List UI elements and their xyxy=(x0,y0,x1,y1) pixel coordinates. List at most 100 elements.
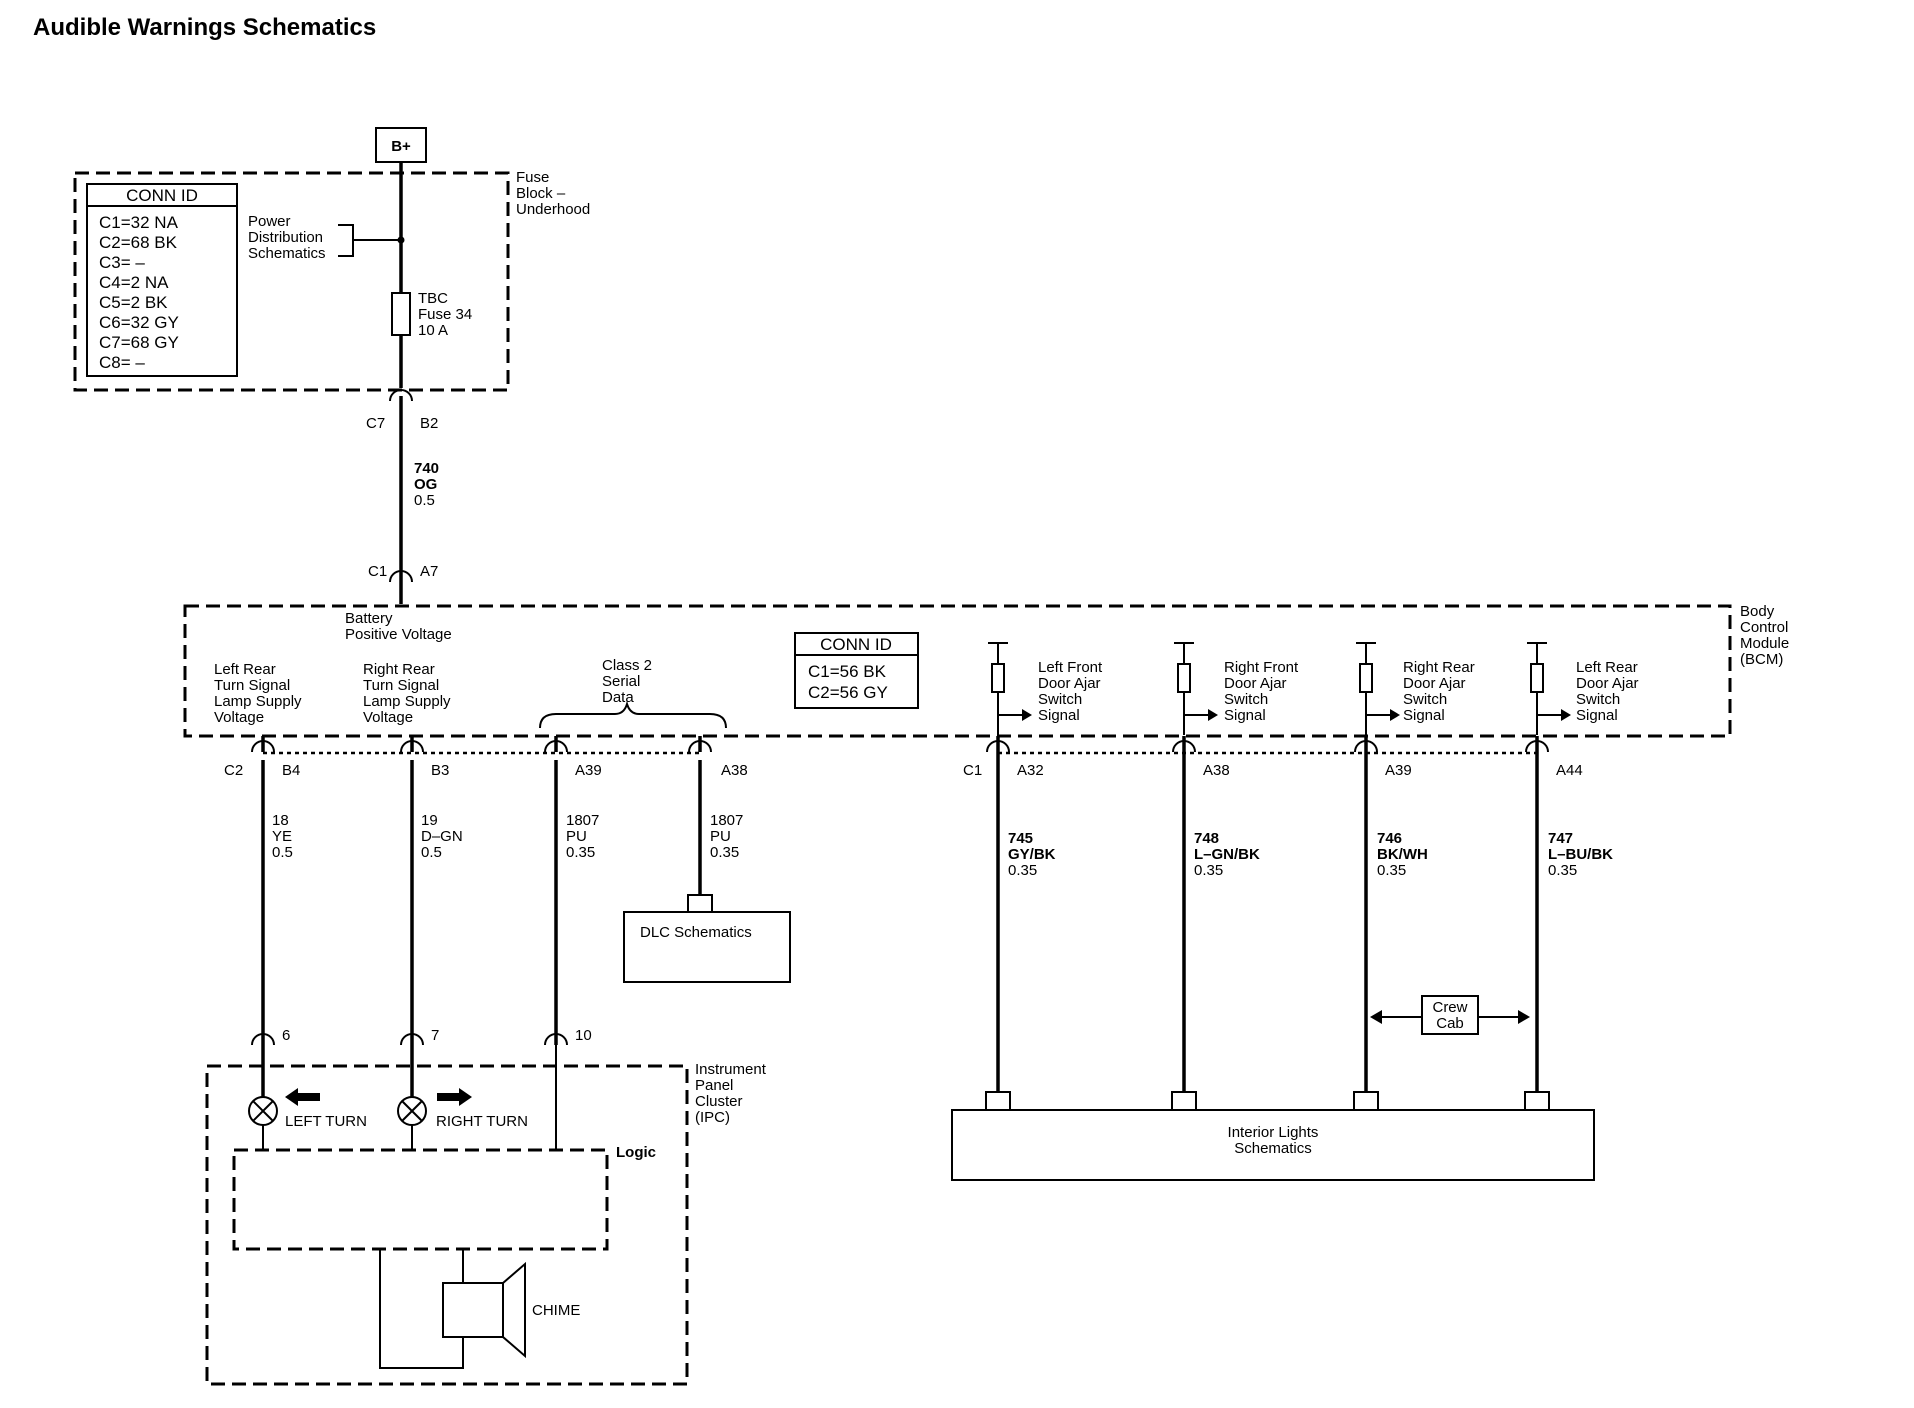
fuse-block-boundary xyxy=(73,171,510,392)
svg-text:Left Rear: Left Rear xyxy=(1576,659,1638,676)
svg-text:7: 7 xyxy=(431,1027,439,1044)
connector-c7-b2: C7 B2 xyxy=(366,389,438,432)
ipc-boundary xyxy=(205,1064,689,1386)
body-control-module: Body Control Module (BCM) Battery Positi… xyxy=(183,603,1789,738)
svg-text:Schematics: Schematics xyxy=(1234,1140,1312,1157)
door-switch-input-lf: Left Front Door Ajar Switch Signal xyxy=(988,642,1103,735)
svg-text:Switch: Switch xyxy=(1038,691,1082,708)
door-switch-input-rf: Right Front Door Ajar Switch Signal xyxy=(1174,642,1299,735)
conn-id-row: C4=2 NA xyxy=(99,273,169,292)
svg-text:Module: Module xyxy=(1740,635,1789,652)
svg-text:LEFT TURN: LEFT TURN xyxy=(285,1113,367,1130)
svg-text:A38: A38 xyxy=(1203,762,1230,779)
bcm-conn-id-table: CONN ID C1=56 BK C2=56 GY xyxy=(794,632,919,709)
svg-text:BK/WH: BK/WH xyxy=(1377,846,1428,863)
wire-class2-1807-pu-ipc: A39 1807 PU 0.35 10 xyxy=(544,736,602,1150)
wire-lf-door-745: A32 745 GY/BK 0.35 xyxy=(985,736,1056,1110)
svg-text:0.35: 0.35 xyxy=(710,844,739,861)
svg-text:A38: A38 xyxy=(721,762,748,779)
fuse-block-conn-id-table: CONN ID C1=32 NA C2=68 BK C3= – C4=2 NA … xyxy=(86,183,238,377)
power-distribution-reference: Power Distribution Schematics xyxy=(248,213,405,262)
svg-text:740: 740 xyxy=(414,460,439,477)
svg-text:0.35: 0.35 xyxy=(1194,862,1223,879)
svg-text:6: 6 xyxy=(282,1027,290,1044)
svg-text:748: 748 xyxy=(1194,830,1219,847)
svg-text:19: 19 xyxy=(421,812,438,829)
svg-text:PU: PU xyxy=(710,828,731,845)
conn-id-row: C2=68 BK xyxy=(99,233,178,252)
svg-text:18: 18 xyxy=(272,812,289,829)
svg-text:Signal: Signal xyxy=(1038,707,1080,724)
fuse-block-underhood: Fuse Block – Underhood CONN ID C1=32 NA … xyxy=(73,169,590,392)
svg-text:OG: OG xyxy=(414,476,437,493)
conn-id-row: C6=32 GY xyxy=(99,313,179,332)
fuse-block-name-3: Underhood xyxy=(516,201,590,218)
svg-text:Crew: Crew xyxy=(1432,999,1467,1016)
svg-text:Door Ajar: Door Ajar xyxy=(1576,675,1639,692)
wire-rf-door-748: A38 748 L–GN/BK 0.35 xyxy=(1171,736,1260,1110)
bcm-supply-label: Positive Voltage xyxy=(345,626,452,643)
svg-text:C1: C1 xyxy=(368,563,387,580)
wire-class2-1807-pu-dlc: A38 1807 PU 0.35 xyxy=(687,736,748,912)
fuse-34-symbol: TBC Fuse 34 10 A xyxy=(391,290,472,339)
left-turn-indicator-lamp: LEFT TURN xyxy=(248,1088,367,1150)
crew-cab-option: Crew Cab xyxy=(1370,995,1530,1035)
wire-rr-turn-19-dgn: B3 19 D–GN 0.5 7 xyxy=(400,736,463,1098)
svg-text:C7: C7 xyxy=(366,415,385,432)
svg-text:10: 10 xyxy=(575,1027,592,1044)
svg-text:Control: Control xyxy=(1740,619,1788,636)
svg-text:CHIME: CHIME xyxy=(532,1302,580,1319)
svg-text:Right Rear: Right Rear xyxy=(1403,659,1475,676)
svg-text:Voltage: Voltage xyxy=(363,709,413,726)
svg-text:Power: Power xyxy=(248,213,291,230)
battery-label: B+ xyxy=(391,138,411,155)
svg-text:0.35: 0.35 xyxy=(1377,862,1406,879)
svg-text:B4: B4 xyxy=(282,762,300,779)
svg-text:L–GN/BK: L–GN/BK xyxy=(1194,846,1260,863)
svg-text:Turn Signal: Turn Signal xyxy=(214,677,290,694)
svg-text:Door Ajar: Door Ajar xyxy=(1224,675,1287,692)
svg-text:TBC: TBC xyxy=(418,290,448,307)
left-arrow-icon xyxy=(285,1088,320,1106)
svg-text:0.35: 0.35 xyxy=(1548,862,1577,879)
svg-text:Cluster: Cluster xyxy=(695,1093,743,1110)
feed-wire-label: 740 OG 0.5 xyxy=(414,460,439,509)
right-arrow-icon xyxy=(437,1088,472,1106)
svg-text:L–BU/BK: L–BU/BK xyxy=(1548,846,1613,863)
instrument-panel-cluster: Instrument Panel Cluster (IPC) LEFT TURN… xyxy=(205,1061,767,1386)
svg-text:A39: A39 xyxy=(1385,762,1412,779)
svg-text:(BCM): (BCM) xyxy=(1740,651,1783,668)
svg-text:Switch: Switch xyxy=(1403,691,1447,708)
interior-lights-reference: Interior Lights Schematics xyxy=(951,1109,1595,1181)
bcm-lr-turn-label: Left Rear Turn Signal Lamp Supply Voltag… xyxy=(214,661,302,726)
svg-text:Left Rear: Left Rear xyxy=(214,661,276,678)
chime-speaker: CHIME xyxy=(379,1249,580,1369)
svg-text:10 A: 10 A xyxy=(418,322,448,339)
svg-text:Turn Signal: Turn Signal xyxy=(363,677,439,694)
conn-id-header: CONN ID xyxy=(126,186,198,205)
svg-text:A7: A7 xyxy=(420,563,438,580)
svg-text:C1=56 BK: C1=56 BK xyxy=(808,662,887,681)
svg-text:B3: B3 xyxy=(431,762,449,779)
svg-text:Instrument: Instrument xyxy=(695,1061,767,1078)
svg-text:Class 2: Class 2 xyxy=(602,657,652,674)
svg-text:746: 746 xyxy=(1377,830,1402,847)
wire-rr-door-746: A39 746 BK/WH 0.35 xyxy=(1353,736,1428,1110)
connector-c1-a7: C1 A7 xyxy=(368,563,438,604)
svg-text:Voltage: Voltage xyxy=(214,709,264,726)
dlc-schematics-reference: DLC Schematics xyxy=(623,911,791,983)
svg-text:0.5: 0.5 xyxy=(421,844,442,861)
svg-text:Door Ajar: Door Ajar xyxy=(1038,675,1101,692)
svg-text:0.5: 0.5 xyxy=(272,844,293,861)
svg-text:PU: PU xyxy=(566,828,587,845)
svg-text:Switch: Switch xyxy=(1576,691,1620,708)
conn-id-row: C3= – xyxy=(99,253,145,272)
svg-text:Lamp Supply: Lamp Supply xyxy=(363,693,451,710)
svg-text:Serial: Serial xyxy=(602,673,640,690)
svg-text:Data: Data xyxy=(602,689,634,706)
conn-id-row: C1=32 NA xyxy=(99,213,179,232)
svg-text:GY/BK: GY/BK xyxy=(1008,846,1056,863)
right-turn-indicator-lamp: RIGHT TURN xyxy=(397,1088,528,1150)
wire-lr-turn-18-ye: B4 18 YE 0.5 6 xyxy=(251,736,300,1098)
